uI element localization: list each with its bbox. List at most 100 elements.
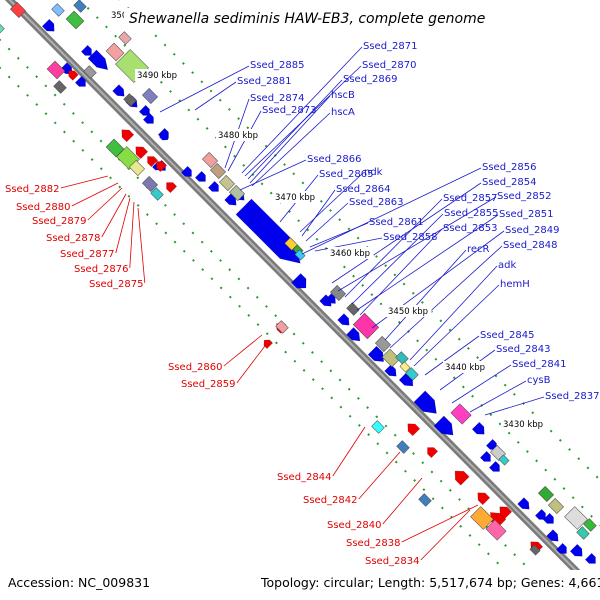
- scale-label-bg: [273, 191, 319, 203]
- forward-gene-arrow: [433, 415, 454, 436]
- forward-label-leader: [359, 228, 443, 316]
- forward-gene-arrow: [74, 75, 86, 87]
- feature-box: [538, 486, 554, 502]
- forward-gene-label: Ssed_2857: [443, 193, 498, 204]
- forward-gene-label: Ssed_2858: [383, 232, 438, 243]
- reverse-gene-arrow: [135, 146, 149, 160]
- title-background: [124, 8, 452, 28]
- forward-gene-label: Ssed_2861: [369, 217, 424, 228]
- track-guide: [118, 0, 600, 482]
- forward-gene-label: Ssed_2843: [496, 344, 551, 355]
- scale-label: 3480 kbp: [218, 131, 258, 141]
- forward-label-leader: [451, 364, 512, 404]
- forward-gene-arrow: [138, 104, 150, 116]
- reverse-label-leader: [101, 193, 127, 238]
- feature-box: [65, 10, 85, 30]
- forward-gene-label: hscA: [331, 107, 355, 118]
- scale-label: 3460 kbp: [330, 249, 370, 259]
- forward-label-leader: [409, 265, 498, 361]
- forward-gene-label: Ssed_2852: [497, 191, 552, 202]
- forward-gene-arrow: [235, 198, 301, 264]
- accession-text: Accession: NC_009831: [8, 575, 150, 590]
- scale-label: 3430 kbp: [503, 420, 543, 430]
- reverse-gene-arrow: [454, 470, 470, 486]
- forward-label-leader: [299, 172, 364, 233]
- forward-label-leader: [309, 222, 369, 248]
- forward-gene-arrow: [112, 84, 125, 97]
- forward-label-leader: [413, 284, 500, 367]
- map-title: Shewanella sediminis HAW-EB3, complete g…: [129, 11, 485, 27]
- feature-box: [470, 506, 494, 530]
- forward-gene-arrow: [384, 364, 397, 377]
- forward-gene-arrow: [194, 170, 206, 182]
- forward-gene-label: hemH: [500, 279, 530, 290]
- feature-box: [150, 187, 164, 201]
- forward-gene-arrow: [534, 508, 546, 520]
- reverse-label-leader: [137, 207, 146, 284]
- reverse-label-leader: [87, 187, 123, 221]
- reverse-gene-arrow: [166, 182, 178, 194]
- feature-box: [346, 302, 360, 316]
- forward-gene-label: Ssed_2841: [512, 359, 567, 370]
- forward-gene-arrow: [584, 552, 596, 564]
- forward-gene-arrow: [207, 180, 219, 192]
- forward-gene-label: Ssed_2849: [505, 225, 560, 236]
- reverse-label-leader: [223, 334, 263, 367]
- reverse-gene-label: Ssed_2876: [74, 264, 129, 275]
- forward-label-leader: [241, 46, 363, 174]
- reverse-label-leader: [382, 477, 423, 525]
- forward-gene-label: adk: [498, 260, 516, 271]
- forward-label-leader: [314, 237, 383, 252]
- feature-box: [405, 367, 419, 381]
- forward-gene-label: Ssed_2874: [250, 93, 305, 104]
- forward-gene-label: Ssed_2855: [444, 208, 499, 219]
- feature-box: [381, 348, 401, 368]
- feature-box: [371, 420, 385, 434]
- forward-gene-arrow: [142, 112, 154, 124]
- forward-label-leader: [469, 380, 527, 413]
- forward-gene-arrow: [80, 44, 92, 56]
- reverse-gene-label: Ssed_2882: [5, 184, 60, 195]
- feature-box: [73, 0, 87, 13]
- feature-box: [123, 93, 137, 107]
- reverse-gene-label: Ssed_2860: [168, 362, 223, 373]
- forward-label-leader: [351, 213, 444, 305]
- forward-gene-arrow: [542, 512, 554, 524]
- reverse-gene-label: Ssed_2880: [16, 202, 71, 213]
- forward-gene-arrow: [479, 450, 491, 462]
- reverse-gene-label: Ssed_2859: [181, 379, 236, 390]
- reverse-gene-label: Ssed_2842: [303, 495, 358, 506]
- reverse-gene-label: Ssed_2878: [46, 233, 101, 244]
- reverse-label-leader: [236, 341, 269, 384]
- forward-gene-arrow: [346, 327, 361, 342]
- forward-gene-arrow: [555, 542, 567, 554]
- forward-gene-label: Ssed_2871: [363, 41, 418, 52]
- track-guide: [78, 0, 600, 527]
- forward-gene-label: Ssed_2870: [362, 60, 417, 71]
- scale-label-bg: [135, 69, 181, 81]
- forward-label-leader: [356, 214, 499, 311]
- footer-background: [0, 570, 600, 600]
- forward-label-leader: [344, 198, 443, 298]
- feature-box: [375, 336, 391, 352]
- feature-box: [395, 351, 409, 365]
- forward-label-leader: [249, 95, 331, 184]
- label-leader-lines: [60, 46, 545, 561]
- scale-label: 3450 kbp: [388, 307, 428, 317]
- forward-gene-label: Ssed_2837: [545, 391, 600, 402]
- reverse-gene-arrow: [121, 129, 135, 143]
- feature-box: [10, 2, 26, 18]
- forward-gene-label: Ssed_2856: [482, 162, 537, 173]
- reverse-gene-arrow: [407, 423, 421, 437]
- forward-label-leader: [194, 81, 237, 111]
- reverse-gene-label: Ssed_2844: [277, 472, 332, 483]
- topology-text: Topology: circular; Length: 5,517,674 bp…: [260, 575, 600, 590]
- scale-label-bg: [501, 418, 547, 430]
- reverse-gene-label: Ssed_2879: [32, 216, 87, 227]
- reverse-gene-label: Ssed_2877: [60, 249, 115, 260]
- feature-box: [275, 320, 289, 334]
- forward-label-leader: [251, 112, 331, 187]
